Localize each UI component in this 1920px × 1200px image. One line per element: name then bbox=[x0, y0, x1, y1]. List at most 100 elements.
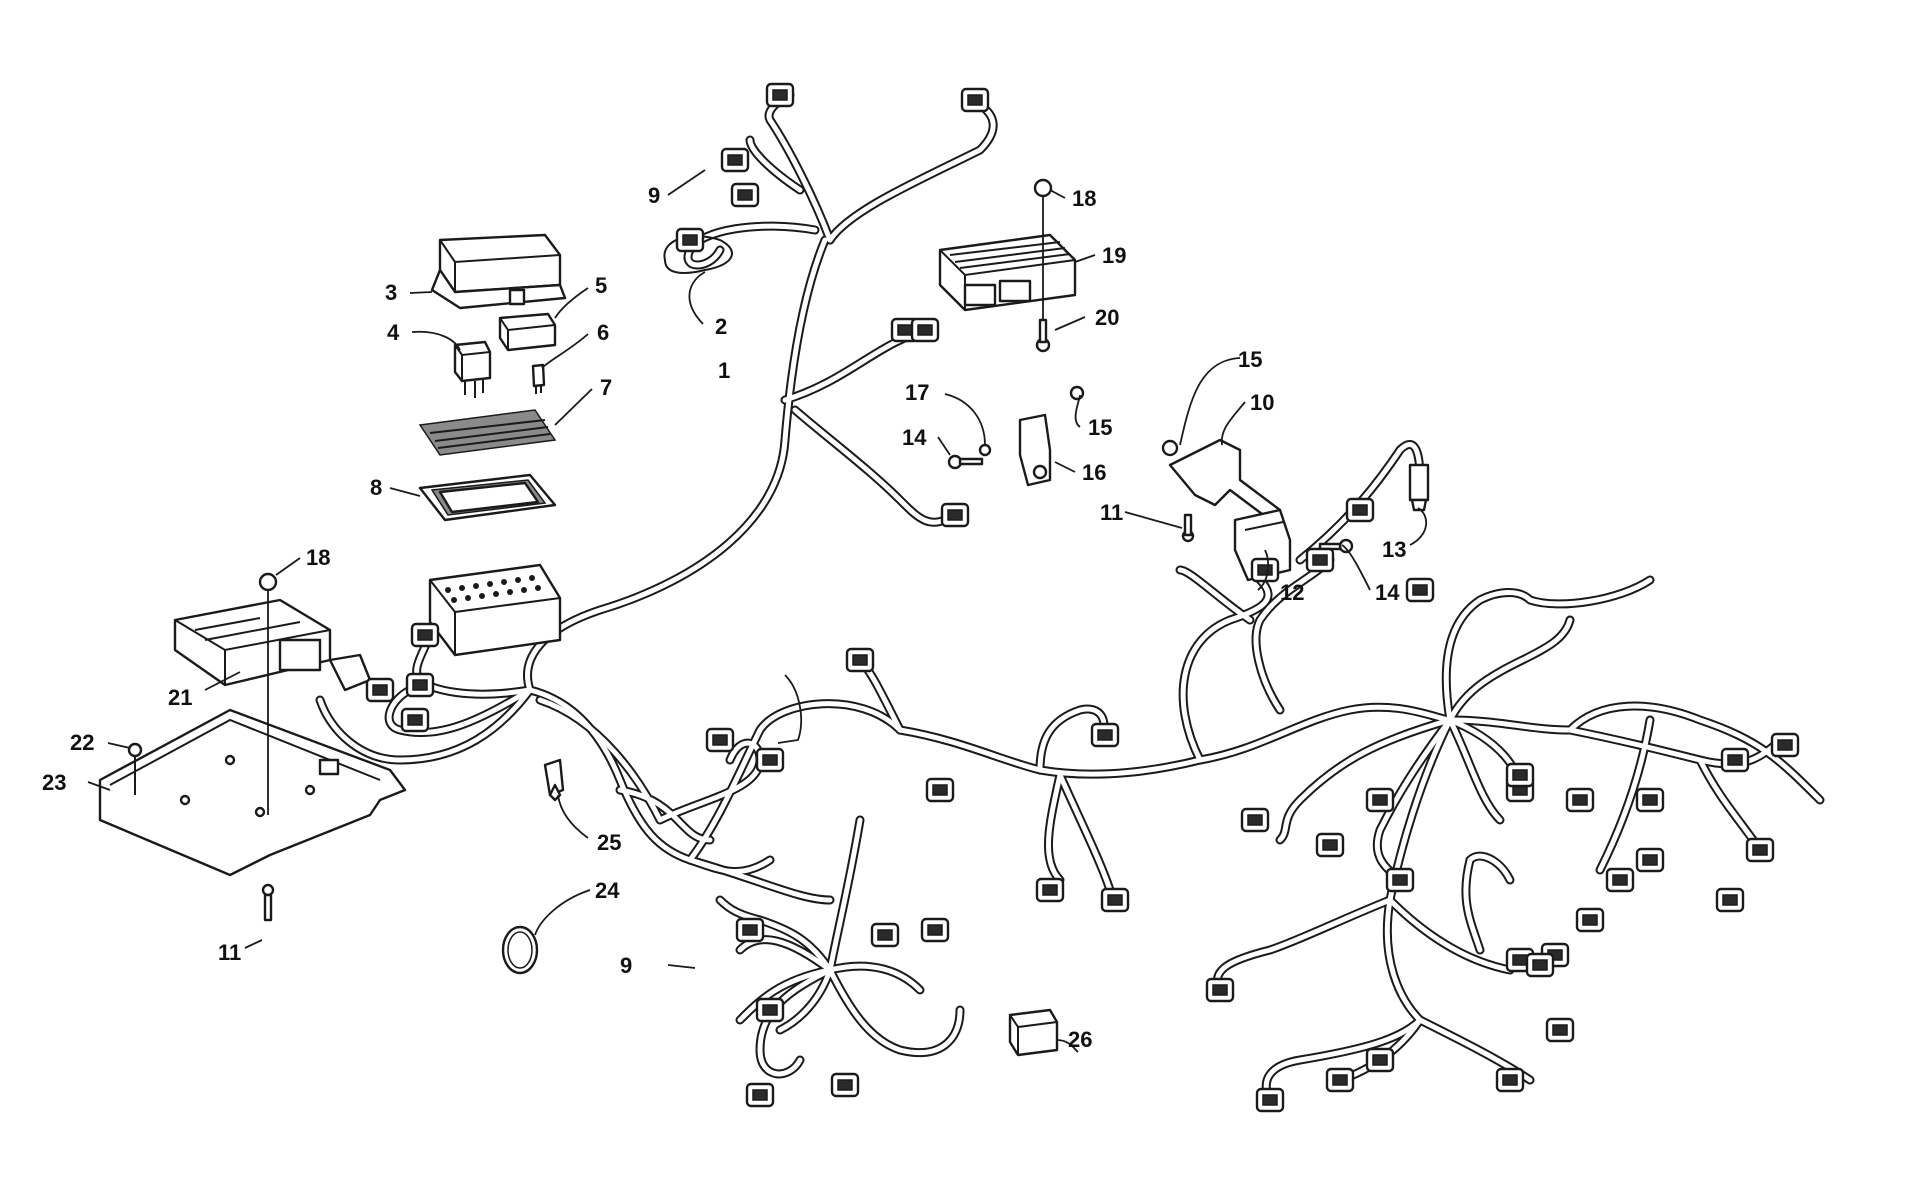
screw-14-left bbox=[947, 454, 984, 470]
callout-15-right: 15 bbox=[1238, 347, 1262, 372]
wire-segment-core bbox=[827, 102, 996, 243]
connector-face bbox=[1322, 839, 1338, 851]
wire-segment-core bbox=[687, 701, 903, 863]
callout-18-left: 18 bbox=[306, 545, 330, 570]
hose-clamp-24 bbox=[501, 925, 539, 975]
callout-15-left: 15 bbox=[1088, 415, 1112, 440]
connector-face bbox=[947, 509, 963, 521]
connector-face bbox=[1332, 1074, 1348, 1086]
wire-segment-core bbox=[1387, 897, 1513, 973]
nut-18-upper bbox=[1033, 178, 1053, 198]
connector-face bbox=[932, 784, 948, 796]
wire-segment bbox=[685, 699, 905, 865]
callout-11-upper: 11 bbox=[1100, 500, 1123, 525]
mounting-plate bbox=[98, 708, 407, 877]
connector-face bbox=[1722, 894, 1738, 906]
callout-18-upper: 18 bbox=[1072, 186, 1096, 211]
connector-face bbox=[1392, 874, 1408, 886]
connector-face bbox=[1727, 754, 1743, 766]
callout-leaders bbox=[87, 169, 1427, 1053]
connector-face bbox=[1512, 954, 1528, 966]
wire-segment-core bbox=[317, 687, 533, 763]
wire-segment-core bbox=[737, 937, 833, 973]
connector-face bbox=[837, 1079, 853, 1091]
connector-face bbox=[712, 734, 728, 746]
connector-face bbox=[1107, 894, 1123, 906]
wire-segment-core bbox=[737, 967, 833, 1023]
callout-3: 3 bbox=[385, 280, 397, 305]
wire-segment-core bbox=[1037, 706, 1107, 773]
wire-segment-core bbox=[777, 817, 863, 1033]
connector-face bbox=[1777, 739, 1793, 751]
wire-segment-core bbox=[1263, 1017, 1423, 1103]
fuse-box-gasket bbox=[418, 473, 557, 522]
wire-segment-core bbox=[1567, 703, 1823, 803]
callout-25: 25 bbox=[597, 830, 621, 855]
callout-8: 8 bbox=[370, 475, 382, 500]
connector-face bbox=[372, 684, 388, 696]
relay-small bbox=[453, 340, 492, 398]
wire-segment-core bbox=[766, 92, 833, 243]
connector-face bbox=[1552, 1024, 1568, 1036]
callout-5: 5 bbox=[595, 273, 607, 298]
wire-segment-core bbox=[1447, 617, 1573, 723]
wire-segment-core bbox=[1463, 857, 1483, 953]
callout-26: 26 bbox=[1068, 1027, 1092, 1052]
connector-face bbox=[1412, 584, 1428, 596]
callout-17: 17 bbox=[905, 380, 929, 405]
nut-15-left bbox=[1069, 385, 1085, 401]
wire-segment-core bbox=[1597, 717, 1653, 873]
connector-face bbox=[772, 89, 788, 101]
wire-segment-core bbox=[1447, 717, 1503, 823]
wire-segment-core bbox=[1215, 897, 1393, 993]
connector-face bbox=[1257, 564, 1273, 576]
connector-face bbox=[1512, 769, 1528, 781]
connector-face bbox=[1042, 884, 1058, 896]
tie-clip-25 bbox=[543, 758, 565, 802]
wire-segment-core bbox=[757, 967, 833, 1077]
connector-face bbox=[1212, 984, 1228, 996]
callout-12: 12 bbox=[1280, 580, 1304, 605]
callout-labels: 1 2 3 4 5 6 7 8 9 9 10 11 11 12 13 14 14… bbox=[42, 183, 1406, 1052]
connector-face bbox=[1572, 794, 1588, 806]
washer-17 bbox=[978, 443, 992, 457]
wire-segment-core bbox=[1443, 577, 1653, 723]
callout-20: 20 bbox=[1095, 305, 1119, 330]
connector-face bbox=[727, 154, 743, 166]
fuse bbox=[531, 363, 546, 394]
screw-20 bbox=[1035, 318, 1051, 353]
wire-segment-core bbox=[1697, 757, 1763, 853]
callout-22: 22 bbox=[70, 730, 94, 755]
connector-face bbox=[1642, 854, 1658, 866]
wire-segment-core bbox=[1253, 557, 1333, 713]
callout-13: 13 bbox=[1382, 537, 1406, 562]
connector-face bbox=[1312, 554, 1328, 566]
wire-segment-core bbox=[1374, 717, 1453, 883]
screw-11-upper bbox=[1181, 513, 1195, 543]
nut-18-left bbox=[258, 572, 278, 592]
wire-segment bbox=[1445, 615, 1575, 725]
wire-segment-core bbox=[687, 857, 833, 903]
callout-19: 19 bbox=[1102, 243, 1126, 268]
wire-segment-core bbox=[1057, 772, 1113, 893]
callout-21: 21 bbox=[168, 685, 192, 710]
connector-face bbox=[877, 929, 893, 941]
connector-face bbox=[417, 629, 433, 641]
connector-face bbox=[742, 924, 758, 936]
relay-large bbox=[498, 312, 557, 352]
voltage-regulator bbox=[938, 233, 1077, 312]
wire-segment-core bbox=[1447, 717, 1573, 733]
connector-face bbox=[1502, 1074, 1518, 1086]
wire-segment-core bbox=[792, 407, 958, 525]
fuse-label-sheet bbox=[418, 409, 557, 456]
callout-9-upper: 9 bbox=[648, 183, 660, 208]
wire-segment-core bbox=[617, 787, 713, 843]
connector-face bbox=[1372, 1054, 1388, 1066]
wire-segment-core bbox=[1177, 567, 1253, 623]
callout-2: 2 bbox=[715, 314, 727, 339]
screw-22 bbox=[127, 742, 143, 795]
connector-face bbox=[762, 754, 778, 766]
callout-10: 10 bbox=[1250, 390, 1274, 415]
connector-face bbox=[737, 189, 753, 201]
connector-face bbox=[682, 234, 698, 246]
